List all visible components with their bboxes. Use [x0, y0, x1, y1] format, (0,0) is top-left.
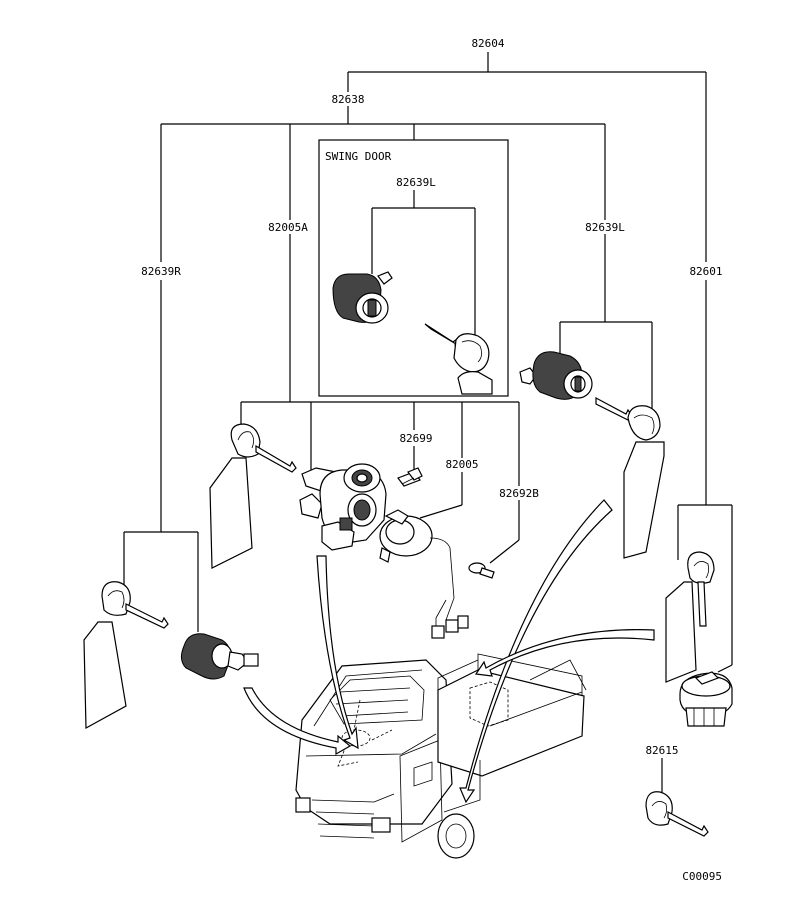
swing-door-key	[424, 323, 493, 395]
fuel-cap-key-with-tag	[665, 551, 715, 683]
label-82005: 82005	[445, 458, 478, 471]
key-blank-82615	[645, 791, 709, 837]
label-82639L-swing: 82639L	[396, 176, 436, 189]
fuel-cap	[679, 671, 733, 727]
label-82699: 82699	[399, 432, 432, 445]
label-swing-door: SWING DOOR	[325, 150, 392, 163]
label-82692B: 82692B	[499, 487, 539, 500]
right-door-lock-cylinder	[180, 633, 259, 680]
label-82005A: 82005A	[268, 221, 308, 234]
label-82639R: 82639R	[141, 265, 181, 278]
label-82615: 82615	[645, 744, 678, 757]
ignition-switch-assembly	[299, 463, 387, 551]
screw-82692B	[468, 562, 495, 579]
label-82639L: 82639L	[585, 221, 625, 234]
bolt-82699	[397, 467, 423, 487]
ignition-key-with-tag	[209, 423, 297, 569]
label-82601: 82601	[689, 265, 722, 278]
swing-door-lock-cylinder	[332, 271, 393, 324]
truck-illustration	[295, 653, 587, 859]
label-82638: 82638	[331, 93, 364, 106]
tree-lines	[123, 52, 733, 795]
label-82604: 82604	[471, 37, 504, 50]
left-door-key-with-tag	[595, 397, 665, 559]
left-door-lock-cylinder	[519, 351, 593, 400]
right-door-key-with-tag	[83, 581, 169, 730]
swing-door-frame	[318, 139, 509, 397]
ignition-switch-82005	[379, 509, 469, 639]
location-arrows	[243, 499, 655, 804]
label-diagram-code: C00095	[682, 870, 722, 883]
